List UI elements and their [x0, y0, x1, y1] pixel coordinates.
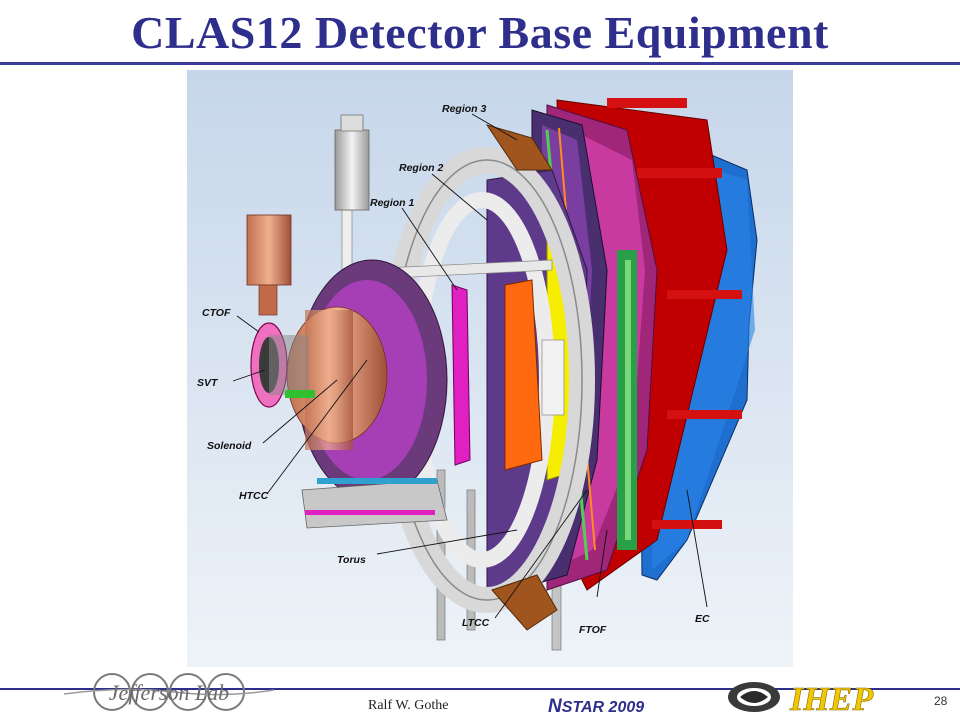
label-region2: Region 2: [399, 162, 443, 174]
clas12-detector-diagram: Region 3 Region 2 Region 1 CTOF SVT Sole…: [187, 70, 793, 667]
label-ltcc: LTCC: [462, 617, 490, 629]
jlab-text: Jefferson Lab: [109, 680, 229, 705]
copper-tower: [246, 214, 292, 316]
conference-rest: STAR 2009: [561, 699, 645, 716]
htcc-solenoid: [286, 259, 448, 501]
conference-name: NSTAR 2009: [548, 696, 644, 718]
slide-title: CLAS12 Detector Base Equipment: [131, 7, 829, 58]
label-torus: Torus: [337, 554, 366, 566]
conference-cap: N: [548, 696, 562, 717]
ihep-text: IHEP: [789, 681, 873, 718]
page-number: 28: [934, 694, 948, 708]
ihep-logo: IHEP: [728, 681, 874, 718]
label-htcc: HTCC: [239, 490, 269, 502]
ctof-svt: [250, 322, 315, 408]
base-platform: [301, 478, 448, 529]
label-region3: Region 3: [442, 103, 486, 115]
cryostat-tower: [334, 114, 370, 211]
jefferson-lab-logo: Jefferson Lab: [64, 673, 274, 711]
leader-lines: [232, 113, 708, 619]
footer-rule: [0, 688, 960, 690]
region1-chamber: [451, 284, 471, 466]
label-ctof: CTOF: [202, 307, 231, 319]
label-solenoid: Solenoid: [207, 440, 252, 452]
label-ec: EC: [695, 613, 710, 625]
author-name: Ralf W. Gothe: [368, 698, 449, 713]
label-ftof: FTOF: [579, 624, 607, 636]
label-svt: SVT: [197, 377, 219, 389]
title-underline: [0, 62, 960, 65]
label-region1: Region 1: [370, 197, 414, 209]
